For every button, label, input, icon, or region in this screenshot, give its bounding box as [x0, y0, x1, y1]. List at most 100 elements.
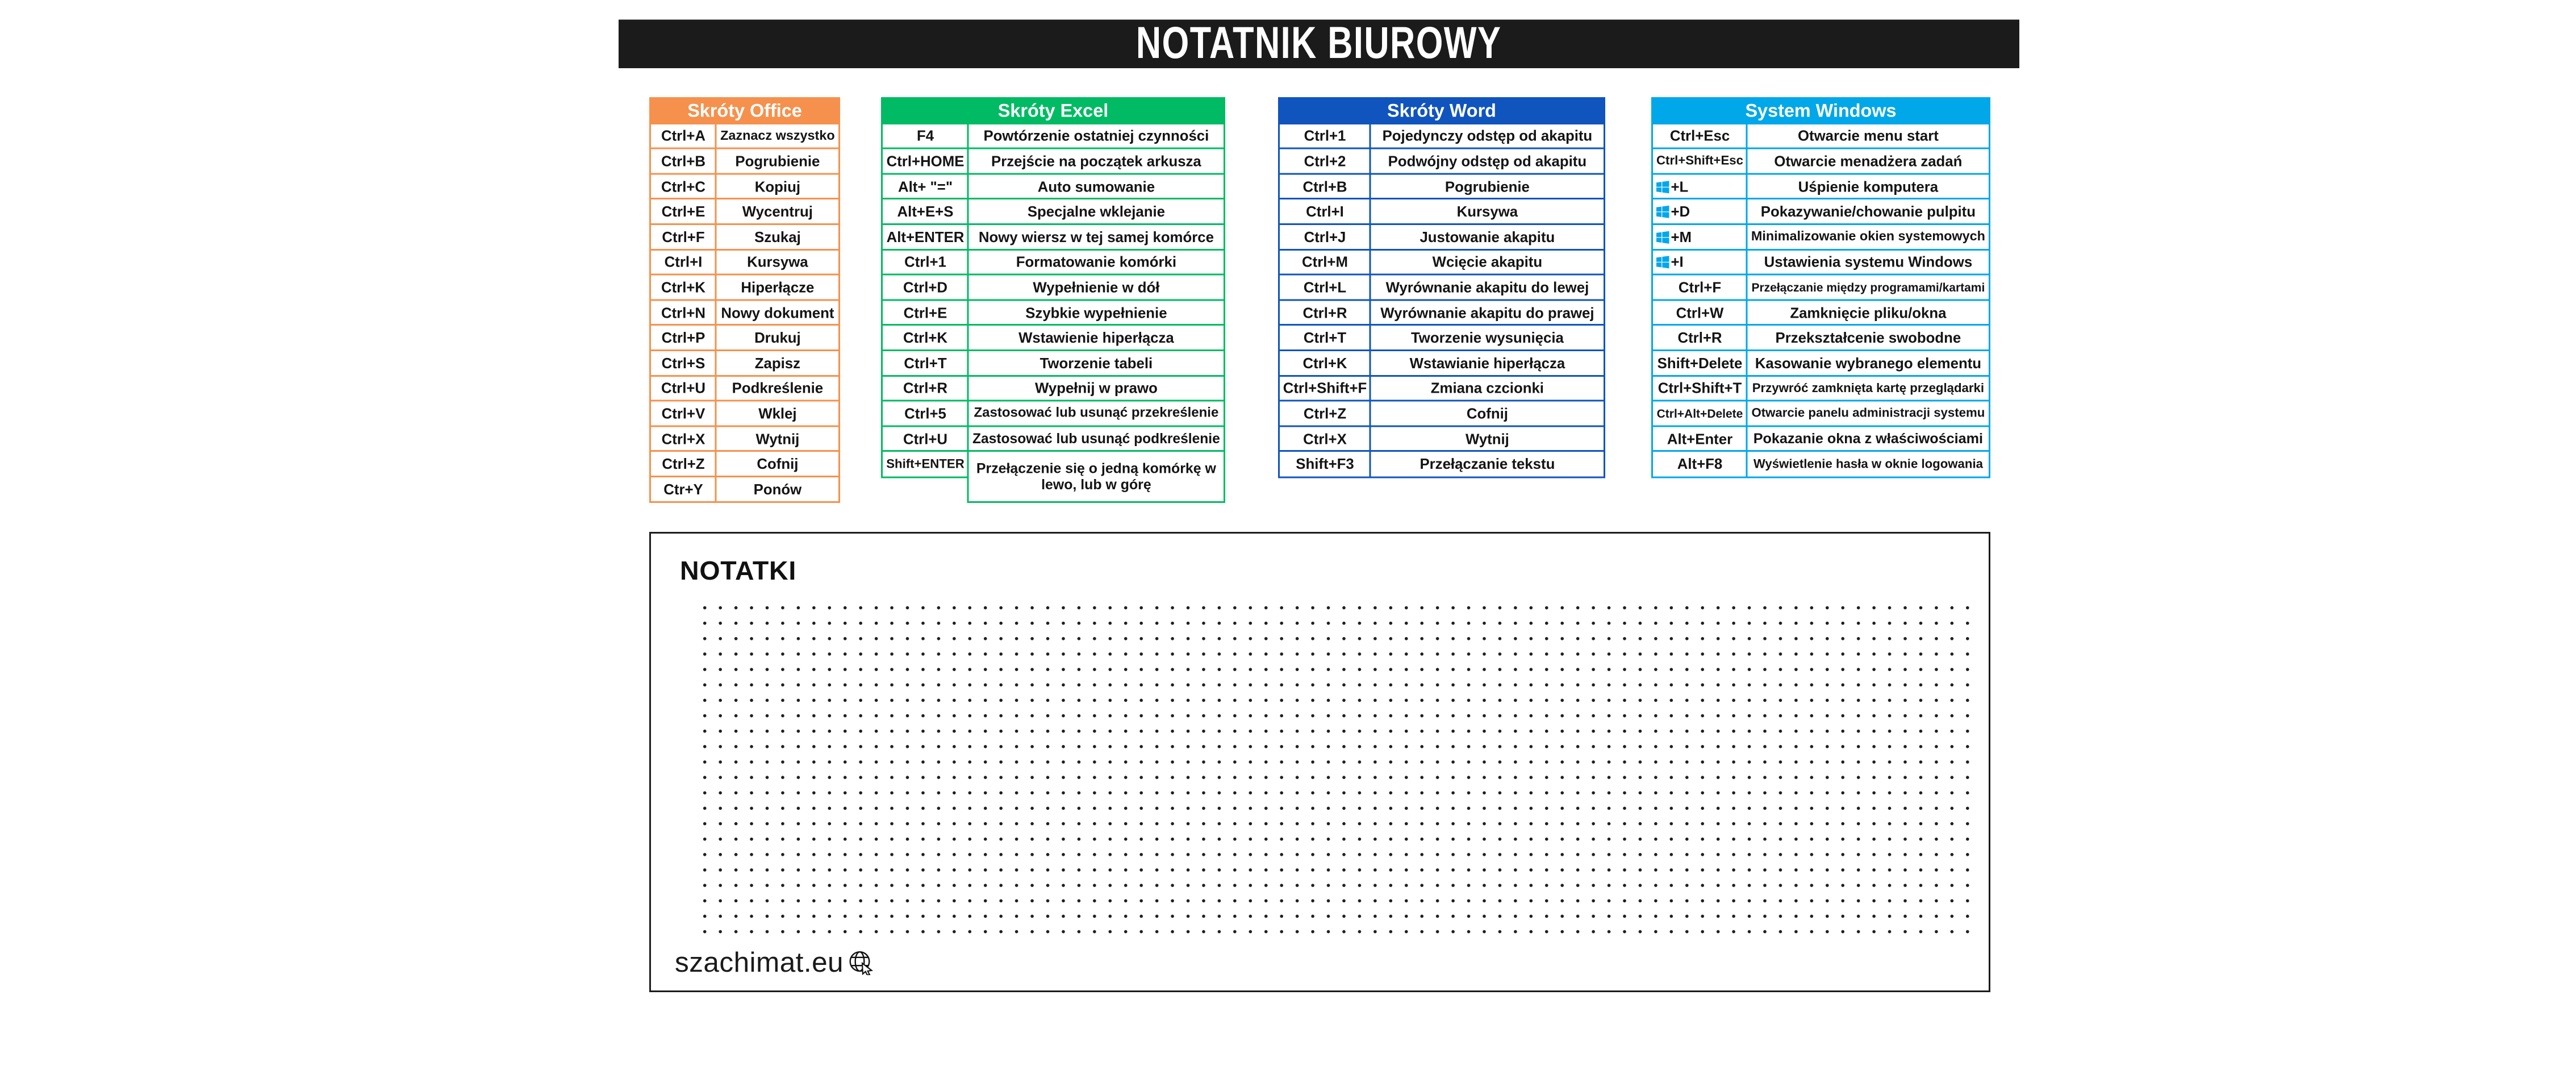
shortcut-description: Wytnij [1465, 430, 1509, 447]
shortcut-key-cell: Ctrl+E [881, 299, 970, 327]
shortcut-description: Uśpienie komputera [1798, 177, 1939, 195]
shortcut-key-cell: Ctrl+X [649, 425, 717, 453]
shortcut-key-cell: Ctrl+N [649, 299, 717, 327]
table-header: Skróty Office [649, 97, 840, 125]
shortcut-key: Alt+ "=" [897, 177, 953, 195]
shortcut-description: Wcięcie akapitu [1432, 253, 1543, 271]
shortcut-key-cell: Ctr+Y [649, 476, 717, 503]
shortcut-key: Ctrl+L [1303, 278, 1347, 296]
shortcut-key: Ctrl+I [1306, 203, 1344, 220]
shortcut-description-cell: Kasowanie wybranego elementu [1746, 349, 1990, 377]
shortcut-description: Wytnij [755, 430, 800, 447]
shortcut-description: Przekształcenie swobodne [1775, 329, 1961, 347]
shortcut-key: Ctrl+X [661, 430, 705, 447]
shortcut-key-cell: Ctrl+Shift+T [1651, 374, 1748, 403]
shortcut-description-cell: Przejście na początek arkusza [967, 147, 1225, 176]
shortcut-description-cell: Kursywa [715, 248, 840, 277]
table-row: Ctrl+1 Formatowanie komórki [881, 248, 1225, 277]
shortcut-key-cell: Ctrl+C [649, 173, 717, 201]
shortcut-description-cell: Formatowanie komórki [967, 248, 1225, 277]
shortcut-key: Ctrl+1 [904, 253, 946, 271]
shortcut-description: Wstawienie hiperłącza [1018, 329, 1174, 347]
shortcut-description: Kasowanie wybranego elementu [1755, 354, 1982, 372]
shortcut-key-cell: Ctrl+I [649, 248, 717, 277]
shortcut-description: Pokazanie okna z właściwościami [1753, 430, 1984, 447]
shortcut-description-cell: Wstawienie hiperłącza [967, 324, 1225, 352]
shortcut-key: F4 [916, 127, 934, 145]
shortcut-description-cell: Zaznacz wszystko [715, 122, 840, 151]
shortcut-description-cell: Zastosować lub usunąć przekreślenie [967, 399, 1225, 428]
shortcut-key-cell: Shift+ENTER [881, 450, 970, 478]
shortcut-key-cell: F4 [881, 122, 970, 151]
shortcut-key-cell: Alt+E+S [881, 198, 970, 226]
shortcut-description: Przejście na początek arkusza [991, 152, 1201, 170]
shortcut-key: Ctrl+1 [1304, 127, 1346, 145]
shortcut-description-cell: Kopiuj [715, 173, 840, 201]
shortcut-description: Justowanie akapitu [1419, 228, 1555, 245]
shortcut-key: Ctrl+U [903, 430, 948, 447]
windows-logo-icon [1656, 231, 1669, 244]
shortcut-key: Ctrl+F [662, 228, 705, 245]
shortcut-description: Minimalizowanie okien systemowych [1751, 229, 1985, 244]
shortcut-key-cell: Ctrl+Shift+Esc [1651, 147, 1748, 176]
shortcut-description-cell: Wcięcie akapitu [1369, 248, 1605, 277]
brand-url[interactable]: szachimat.eu [675, 946, 844, 978]
shortcut-key: Ctrl+N [661, 303, 706, 321]
shortcut-description: Ponów [753, 480, 802, 498]
table-title: Skróty Word [1387, 99, 1496, 122]
shortcut-description-cell: Przełączanie tekstu [1369, 450, 1605, 478]
shortcut-key-cell: Shift+F3 [1278, 450, 1372, 478]
shortcut-description: Pogrubienie [735, 152, 820, 170]
shortcut-description-cell: Uśpienie komputera [1746, 173, 1990, 201]
table-row: Alt+ "=" Auto sumowanie [881, 173, 1225, 201]
windows-logo-icon [1656, 205, 1669, 219]
shortcut-key-cell: Ctrl+D [881, 273, 970, 302]
shortcut-key: Ctrl+M [1302, 253, 1348, 271]
shortcut-description: Nowy wiersz w tej samej komórce [978, 228, 1214, 245]
shortcut-key-cell: Ctrl+S [649, 349, 717, 377]
shortcut-description-cell: Wklej [715, 399, 840, 428]
shortcut-key-cell: Ctrl+Esc [1651, 122, 1748, 151]
shortcut-description-cell: Nowy dokument [715, 299, 840, 327]
shortcut-description-cell: Przełączanie między programami/kartami [1746, 273, 1990, 302]
shortcut-description: Pojedynczy odstęp od akapitu [1382, 127, 1593, 145]
shortcut-description-cell: Cofnij [1369, 399, 1605, 428]
shortcut-description: Kopiuj [754, 177, 800, 195]
shortcut-description-cell: Wyrównanie akapitu do lewej [1369, 273, 1605, 302]
shortcut-key: Ctrl+A [661, 127, 706, 145]
shortcut-description: Zaznacz wszystko [720, 128, 835, 143]
table-header: Skróty Word [1278, 97, 1605, 125]
shortcut-key-cell: Ctrl+I [1278, 198, 1372, 226]
shortcut-description-cell: Otwarcie menadżera zadań [1746, 147, 1990, 176]
shortcut-key: Alt+E+S [897, 203, 954, 220]
shortcut-description: Wstawianie hiperłącza [1409, 354, 1565, 372]
shortcut-description-cell: Auto sumowanie [967, 173, 1225, 201]
shortcut-description: Cofnij [1466, 405, 1508, 422]
shortcut-description-cell: Wytnij [715, 425, 840, 453]
table-row: Ctrl+A Zaznacz wszystko [649, 122, 840, 151]
shortcut-description: Przełączanie tekstu [1419, 455, 1555, 473]
shortcut-key-cell: Ctrl+Shift+F [1278, 374, 1372, 403]
shortcut-description-cell: Szybkie wypełnienie [967, 299, 1225, 327]
shortcut-key: Ctrl+X [1303, 430, 1347, 447]
table-row: Ctrl+L Wyrównanie akapitu do lewej [1278, 273, 1605, 302]
